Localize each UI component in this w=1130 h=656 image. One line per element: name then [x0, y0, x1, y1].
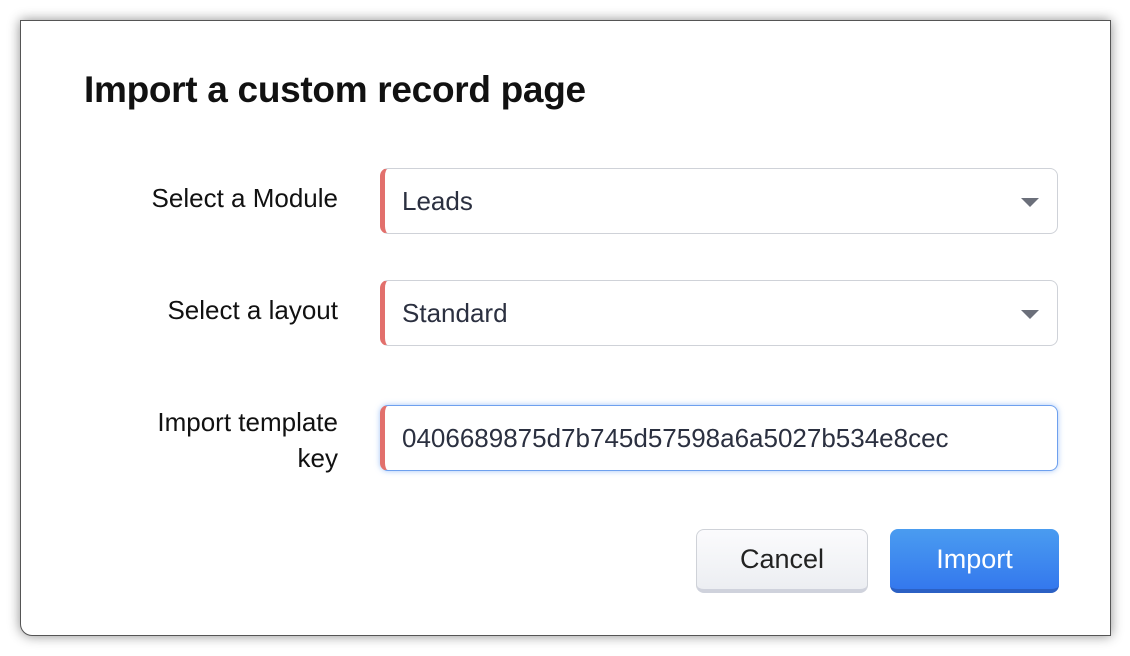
cancel-button[interactable]: Cancel — [696, 529, 868, 593]
layout-value: Standard — [402, 297, 508, 328]
layout-select[interactable]: Standard — [380, 280, 1058, 346]
layout-label: Select a layout — [167, 295, 338, 325]
module-select[interactable]: Leads — [380, 168, 1058, 234]
module-label: Select a Module — [151, 183, 338, 213]
module-value: Leads — [402, 185, 473, 216]
template-key-input[interactable]: 0406689875d7b745d57598a6a5027b534e8cec — [380, 405, 1058, 471]
dialog-title: Import a custom record page — [84, 69, 586, 110]
import-dialog: Import a custom record page Select a Mod… — [20, 20, 1111, 636]
template-key-label-line1: Import template — [157, 407, 338, 437]
import-button[interactable]: Import — [890, 529, 1059, 593]
chevron-down-icon — [1021, 310, 1039, 319]
template-key-label-line2: key — [297, 443, 338, 473]
template-key-label: Import template key — [157, 404, 338, 476]
chevron-down-icon — [1021, 198, 1039, 207]
template-key-value: 0406689875d7b745d57598a6a5027b534e8cec — [402, 422, 949, 453]
